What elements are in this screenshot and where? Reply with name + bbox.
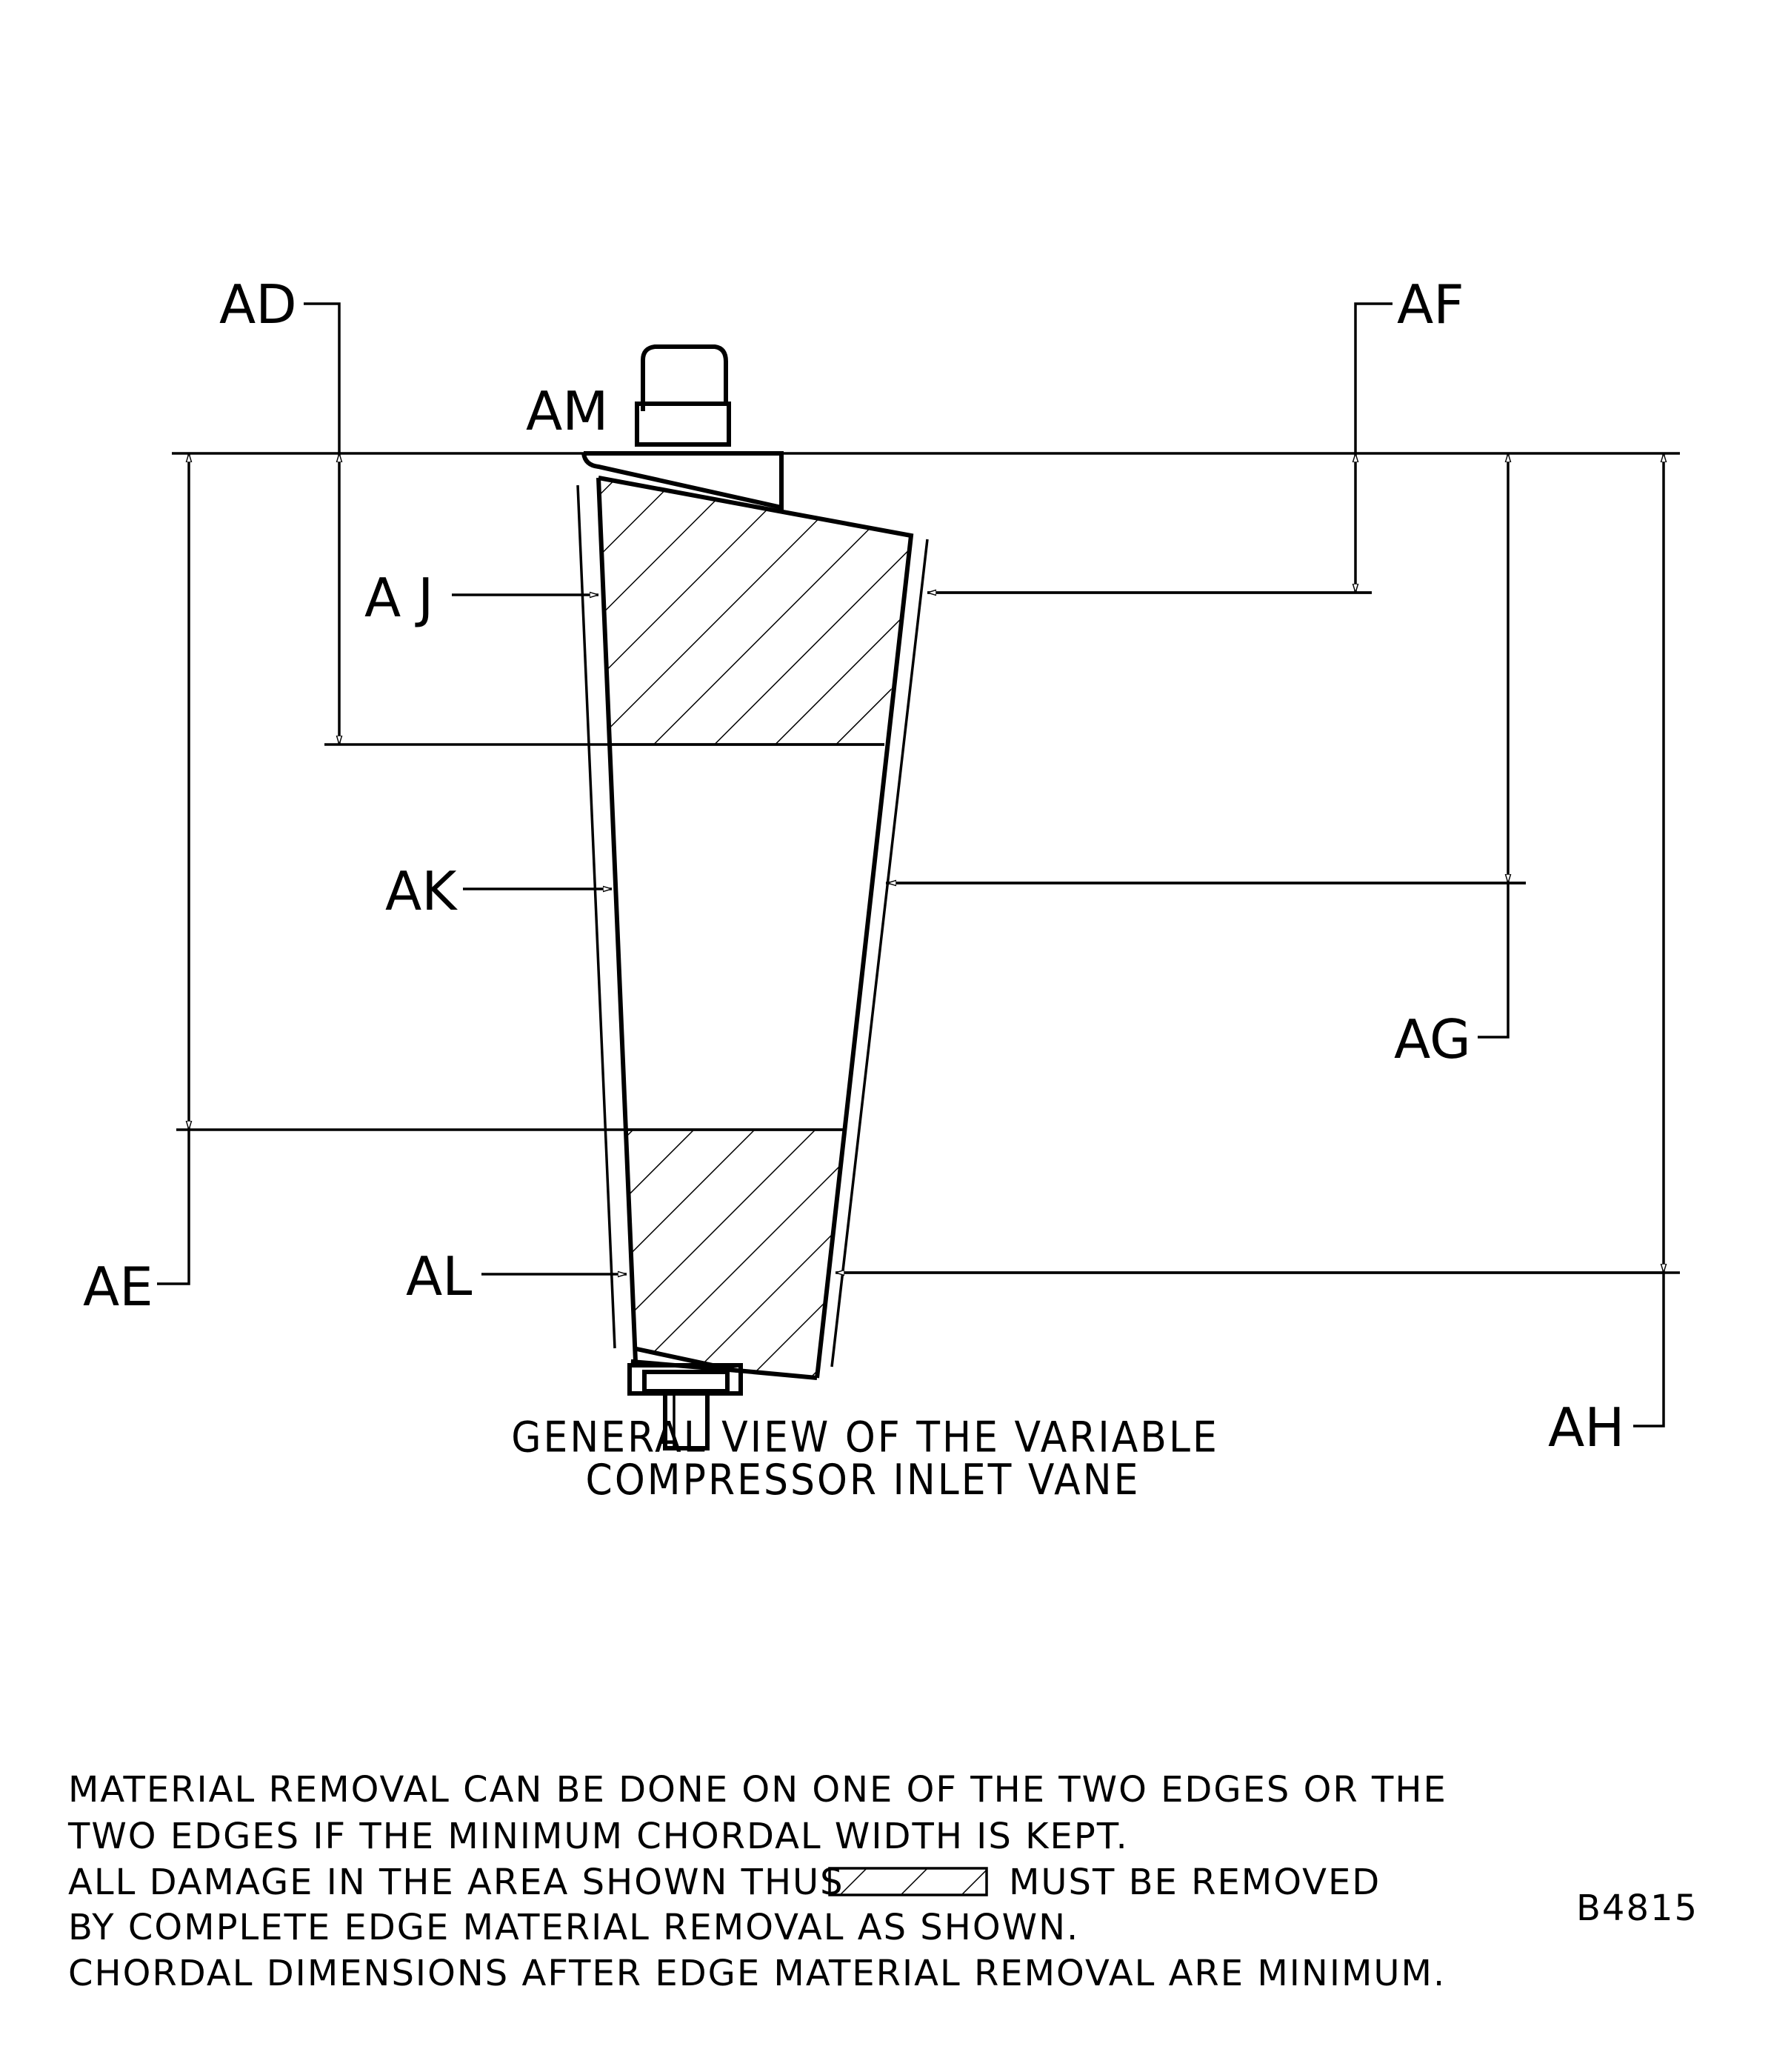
notes-block: MATERIAL REMOVAL CAN BE DONE ON ONE OF T… xyxy=(67,1769,1447,1994)
note-line-3a: ALL DAMAGE IN THE AREA SHOWN THUS xyxy=(68,1862,844,1903)
vane-body xyxy=(576,476,929,1380)
label-al: AL xyxy=(406,1245,472,1308)
dimension-ad xyxy=(304,302,339,744)
note-line-2: TWO EDGES IF THE MINIMUM CHORDAL WIDTH I… xyxy=(67,1816,1129,1857)
note-line-3b: MUST BE REMOVED xyxy=(1009,1862,1381,1903)
vane-bottom-stem xyxy=(627,1363,743,1450)
figure-id: B4815 xyxy=(1576,1888,1698,1929)
caption-line-2: COMPRESSOR INLET VANE xyxy=(586,1455,1141,1505)
label-ad: AD xyxy=(219,273,297,336)
label-ah: AH xyxy=(1548,1396,1624,1459)
label-aj: A J xyxy=(364,567,433,629)
note-line-4: BY COMPLETE EDGE MATERIAL REMOVAL AS SHO… xyxy=(68,1907,1079,1948)
dimension-ae xyxy=(157,453,189,1285)
note-line-1: MATERIAL REMOVAL CAN BE DONE ON ONE OF T… xyxy=(68,1769,1447,1810)
hatch-legend-swatch xyxy=(828,1867,988,1896)
figure-caption: GENERAL VIEW OF THE VARIABLE COMPRESSOR … xyxy=(511,1412,1219,1505)
note-line-5: CHORDAL DIMENSIONS AFTER EDGE MATERIAL R… xyxy=(68,1953,1446,1994)
label-ag: AG xyxy=(1394,1008,1471,1070)
label-ae: AE xyxy=(83,1256,153,1318)
caption-line-1: GENERAL VIEW OF THE VARIABLE xyxy=(511,1412,1219,1462)
label-am: AM xyxy=(526,380,608,442)
label-af: AF xyxy=(1397,273,1464,336)
label-ak: AK xyxy=(385,860,458,922)
dimension-ah xyxy=(1633,453,1664,1428)
dimension-ag xyxy=(1478,453,1508,1039)
dimension-af xyxy=(1355,302,1393,593)
vane-top-stem xyxy=(581,344,784,510)
